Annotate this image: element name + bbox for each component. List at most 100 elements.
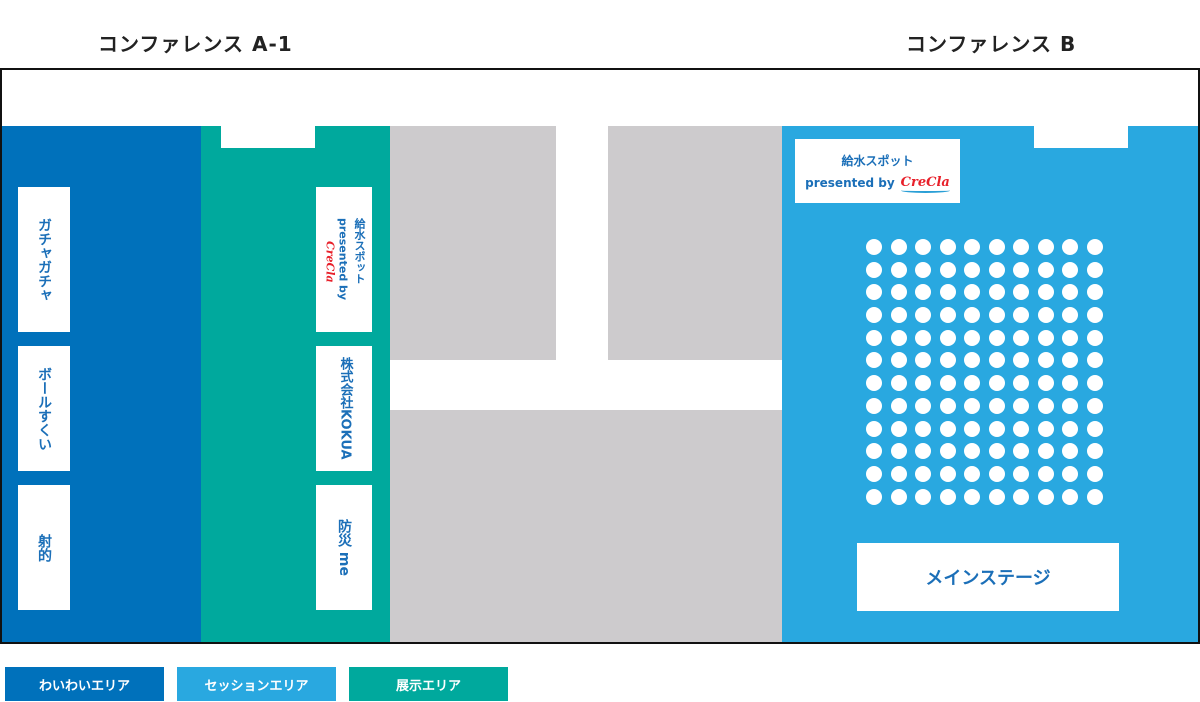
seat xyxy=(1086,284,1103,301)
seat xyxy=(964,488,980,505)
seat xyxy=(915,261,931,278)
booth-ball: ボールすくい xyxy=(18,346,70,471)
seat xyxy=(1037,420,1054,437)
seat xyxy=(939,420,956,437)
seat xyxy=(1086,375,1103,392)
seat xyxy=(1062,261,1078,278)
crecla-logo-a1: CreCla xyxy=(323,240,337,283)
main-stage-label: メインステージ xyxy=(925,568,1051,589)
seat xyxy=(1062,420,1078,437)
seat xyxy=(915,488,931,505)
seat xyxy=(1062,284,1078,301)
seat xyxy=(939,375,956,392)
seat xyxy=(939,239,956,255)
seat xyxy=(866,397,882,414)
seat xyxy=(1086,420,1103,437)
seat xyxy=(915,375,931,392)
legend-item-exhibit: 展示エリア xyxy=(349,667,508,701)
seat xyxy=(988,420,1005,437)
seat xyxy=(988,375,1005,392)
seat xyxy=(1037,352,1054,369)
seat xyxy=(915,465,931,482)
seat xyxy=(1013,488,1029,505)
seat xyxy=(939,443,956,460)
aisle-block-top-left xyxy=(390,126,556,360)
booth-bousai-label: 防災 me xyxy=(336,519,353,576)
seat xyxy=(1086,352,1103,369)
booth-water-spot-a1: 給水スポット presented by CreCla xyxy=(316,187,372,332)
seat xyxy=(1013,375,1029,392)
seat xyxy=(915,307,931,324)
seat xyxy=(964,375,980,392)
seat xyxy=(1062,443,1078,460)
booth-ball-label: ボールすくい xyxy=(36,366,53,451)
zone-session-notch xyxy=(1034,126,1128,148)
zone-exhibit-notch xyxy=(221,126,315,148)
seat xyxy=(1037,397,1054,414)
seat xyxy=(988,352,1005,369)
seat xyxy=(988,397,1005,414)
seat xyxy=(1037,488,1054,505)
room-title-a1: コンファレンス A-1 xyxy=(98,32,293,56)
seat xyxy=(988,307,1005,324)
seat xyxy=(939,488,956,505)
seat xyxy=(1037,261,1054,278)
water-spot-b-presented: presented by CreCla xyxy=(805,175,950,193)
seat xyxy=(866,329,882,346)
seat xyxy=(1062,465,1078,482)
seat xyxy=(1086,465,1103,482)
seat xyxy=(866,465,882,482)
seat xyxy=(866,488,882,505)
seat xyxy=(1086,397,1103,414)
seat xyxy=(915,284,931,301)
seat xyxy=(964,329,980,346)
booth-kokua-label: 株式会社KOKUA xyxy=(337,357,353,460)
booth-gacha-label: ガチャガチャ xyxy=(36,217,53,302)
seat xyxy=(1013,284,1029,301)
seat xyxy=(1062,397,1078,414)
seat xyxy=(1037,465,1054,482)
seat xyxy=(1013,397,1029,414)
seat xyxy=(1086,329,1103,346)
seat xyxy=(1013,307,1029,324)
seating-grid xyxy=(866,239,1106,505)
booth-shooting: 射的 xyxy=(18,485,70,610)
seat xyxy=(1037,443,1054,460)
water-spot-a1-content: 給水スポット presented by CreCla xyxy=(323,218,366,300)
seat xyxy=(939,284,956,301)
legend-label-session: セッションエリア xyxy=(204,678,309,694)
seat xyxy=(915,397,931,414)
seat xyxy=(1062,239,1078,255)
legend-label-waiwai: わいわいエリア xyxy=(38,678,130,694)
seat xyxy=(1062,329,1078,346)
seat xyxy=(866,284,882,301)
seat xyxy=(988,443,1005,460)
water-spot-a1-presented: presented by CreCla xyxy=(323,218,350,300)
seat xyxy=(1037,239,1054,255)
crecla-logo-wave xyxy=(900,188,950,193)
aisle-block-bottom xyxy=(390,410,782,642)
seat xyxy=(1013,420,1029,437)
crecla-logo-a1-text: CreCla xyxy=(323,240,337,283)
booth-kokua: 株式会社KOKUA xyxy=(316,346,372,471)
seat xyxy=(939,397,956,414)
seat xyxy=(988,284,1005,301)
seat xyxy=(1013,329,1029,346)
seat xyxy=(866,352,882,369)
seat xyxy=(890,239,907,255)
seat xyxy=(1086,261,1103,278)
booth-shooting-label: 射的 xyxy=(36,533,53,562)
seat xyxy=(964,239,980,255)
crecla-logo-b: CreCla xyxy=(900,175,950,193)
seat xyxy=(866,443,882,460)
seat xyxy=(988,239,1005,255)
seat xyxy=(964,443,980,460)
seat xyxy=(939,329,956,346)
seat xyxy=(964,465,980,482)
booth-bousai: 防災 me xyxy=(316,485,372,610)
seat xyxy=(964,352,980,369)
seat xyxy=(866,307,882,324)
seat xyxy=(939,352,956,369)
seat xyxy=(988,488,1005,505)
seat xyxy=(1062,352,1078,369)
